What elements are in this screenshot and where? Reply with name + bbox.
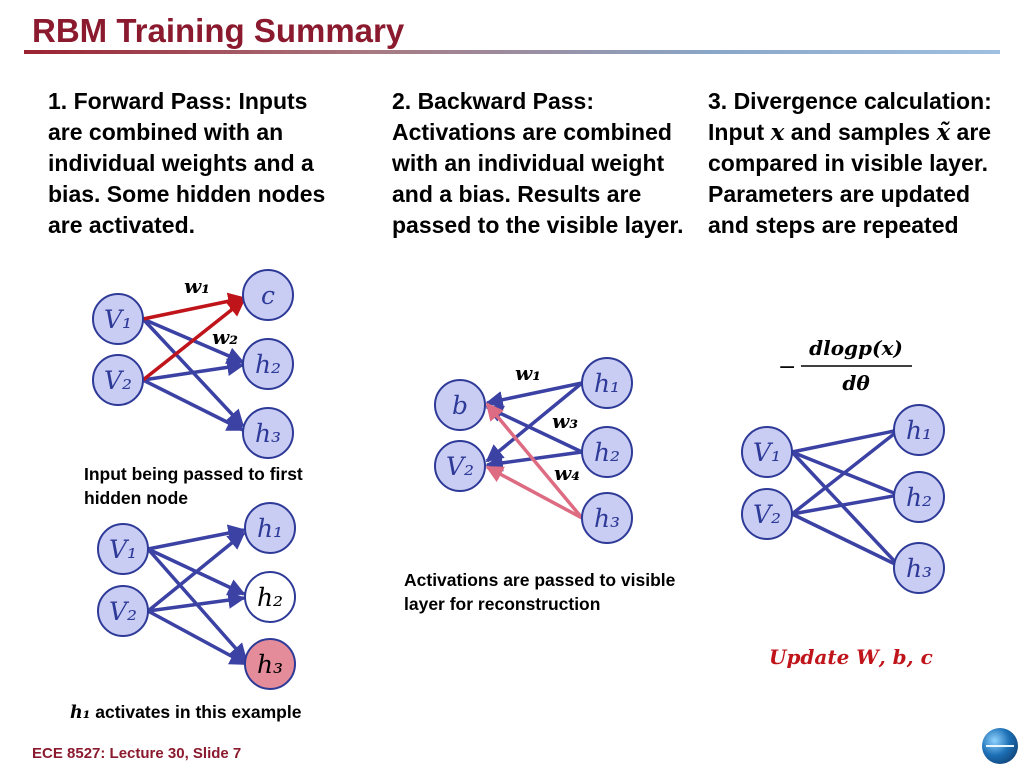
node-v2: V₂ — [97, 585, 149, 637]
edge-h3-v2-pink — [485, 465, 583, 520]
edge-h3-b-pink — [485, 402, 584, 520]
svg-text:h₂: h₂ — [257, 583, 283, 612]
forward-pass-diagram: w₁ w₂ V₁ V₂ c h₂ h₃ — [92, 269, 294, 459]
svg-text:h₃: h₃ — [594, 504, 620, 533]
svg-text:h₁: h₁ — [257, 514, 283, 543]
node-h3: h₃ — [242, 407, 294, 459]
edge-v2-c-red — [141, 298, 246, 382]
svg-text:h₁: h₁ — [906, 416, 932, 445]
svg-text:V₁: V₁ — [753, 438, 781, 467]
edge-v2-h3 — [147, 609, 248, 666]
divergence-text-part3: are compared in visible layer. Parameter… — [708, 119, 992, 238]
weight-w2-label: w₂ — [212, 325, 238, 349]
formula-minus: − — [778, 355, 796, 380]
node-h2: h₂ — [893, 471, 945, 523]
edge-h1-v2 — [485, 381, 584, 463]
activates-caption-text: activates in this example — [90, 702, 302, 722]
node-v2: V₂ — [92, 354, 144, 406]
svg-text:h₁: h₁ — [594, 369, 620, 398]
backward-pass-diagram: w₁ w₃ w₄ b V₂ h₁ h₂ h₃ — [434, 357, 633, 544]
node-b: b — [434, 379, 486, 431]
activations-passed-caption: Activations are passed to visible layer … — [404, 570, 676, 614]
node-v1: V₁ — [92, 293, 144, 345]
divergence-text: 3. Divergence calculation: Input 𝒙 and s… — [708, 86, 1008, 241]
h1-symbol: 𝒉₁ — [70, 703, 91, 723]
gradient-formula: − 𝒅𝒍𝒐𝒈𝒑(𝒙) 𝒅𝜽 — [778, 336, 912, 395]
svg-text:V₂: V₂ — [109, 597, 137, 626]
activation-diagram: V₁ V₂ h₁ h₂ h₃ — [97, 502, 296, 690]
node-h2: h₂ — [242, 338, 294, 390]
edge-v1-h3 — [790, 450, 901, 568]
node-v2: V₂ — [434, 440, 486, 492]
edge-v1-h1 — [791, 428, 900, 454]
svg-text:h₃: h₃ — [906, 554, 932, 583]
edge-v2-h2 — [791, 493, 900, 516]
update-parameters-text: 𝑼𝒑𝒅𝒂𝒕𝒆 𝑾, 𝒃, 𝒄 — [769, 645, 933, 669]
edge-v2-h2 — [142, 358, 245, 382]
svg-text:b: b — [452, 391, 468, 420]
weight-w3-label: w₃ — [552, 409, 578, 433]
svg-text:h₂: h₂ — [594, 438, 620, 467]
forward-pass-text: 1. Forward Pass: Inputs are combined wit… — [48, 88, 326, 238]
node-h3: h₃ — [893, 542, 945, 594]
node-h1: h₁ — [581, 357, 633, 409]
edge-v2-h3 — [791, 512, 900, 568]
node-v2: V₂ — [741, 488, 793, 540]
edge-v2-h1 — [790, 428, 901, 516]
node-c: c — [242, 269, 294, 321]
backward-pass-text: 2. Backward Pass: Activations are combin… — [392, 88, 684, 238]
svg-text:V₂: V₂ — [104, 366, 132, 395]
svg-text:h₂: h₂ — [255, 350, 281, 379]
node-h3-active: h₃ — [244, 638, 296, 690]
weight-w1-label: w₁ — [184, 274, 210, 298]
node-v1: V₁ — [741, 426, 793, 478]
svg-text:h₃: h₃ — [255, 419, 281, 448]
svg-text:h₃: h₃ — [257, 650, 283, 679]
formula-denominator: 𝒅𝜽 — [842, 371, 870, 395]
globe-logo-icon — [982, 728, 1018, 764]
footer-lecture-label: ECE 8527: Lecture 30, Slide 7 — [32, 745, 242, 762]
node-h1: h₁ — [244, 502, 296, 554]
title-underline — [24, 50, 1000, 54]
svg-text:V₁: V₁ — [104, 305, 132, 334]
node-h2-inactive: h₂ — [244, 571, 296, 623]
svg-text:V₂: V₂ — [753, 500, 781, 529]
node-h1: h₁ — [893, 404, 945, 456]
node-v1: V₁ — [97, 523, 149, 575]
input-x-symbol: 𝒙 — [770, 119, 785, 146]
sample-x-tilde-symbol: 𝒙̃ — [936, 119, 951, 146]
weight-w1-label: w₁ — [515, 361, 541, 385]
node-h2: h₂ — [581, 426, 633, 478]
formula-numerator: 𝒅𝒍𝒐𝒈𝒑(𝒙) — [809, 336, 903, 360]
divergence-diagram: V₁ V₂ h₁ h₂ h₃ — [741, 404, 945, 594]
input-passed-caption: Input being passed to first hidden node — [84, 464, 303, 508]
edge-v2-h3 — [142, 378, 245, 432]
edge-v2-h1 — [146, 531, 246, 613]
svg-text:V₁: V₁ — [109, 535, 137, 564]
slide-title: RBM Training Summary — [32, 12, 405, 49]
activates-caption: 𝒉₁ activates in this example — [70, 700, 370, 725]
edge-v1-c-red — [142, 292, 246, 321]
divergence-text-part2: and samples — [784, 119, 937, 145]
weight-w4-label: w₄ — [554, 461, 580, 485]
node-h3: h₃ — [581, 492, 633, 544]
edge-h1-b — [485, 381, 583, 409]
svg-text:h₂: h₂ — [906, 483, 932, 512]
svg-text:c: c — [261, 281, 275, 310]
divergence-text-part1: 3. Divergence calculation: Input — [708, 88, 992, 145]
edge-v2-h2 — [147, 591, 246, 613]
svg-text:V₂: V₂ — [446, 452, 474, 481]
